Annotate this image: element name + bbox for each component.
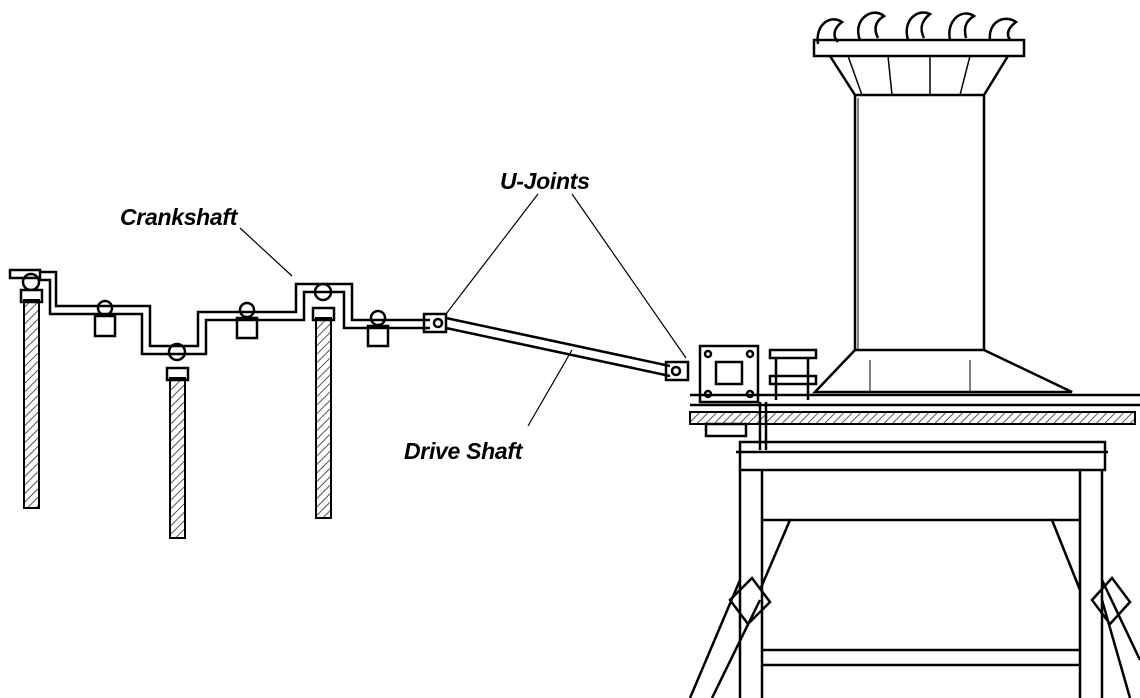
drive-shaft-assembly bbox=[422, 312, 690, 382]
tower-frame bbox=[688, 440, 1140, 698]
tower-column bbox=[812, 95, 1073, 394]
drive-shaft-label: Drive Shaft bbox=[404, 438, 523, 464]
leader-lines bbox=[239, 193, 687, 427]
pump-rods bbox=[19, 272, 336, 539]
gearbox bbox=[698, 344, 818, 404]
u-joints-label: U-Joints bbox=[500, 168, 590, 194]
crankshaft-label: Crankshaft bbox=[120, 204, 238, 230]
crankshaft bbox=[8, 268, 430, 356]
turntable bbox=[689, 393, 1140, 450]
wind-rotor-head bbox=[812, 11, 1026, 97]
